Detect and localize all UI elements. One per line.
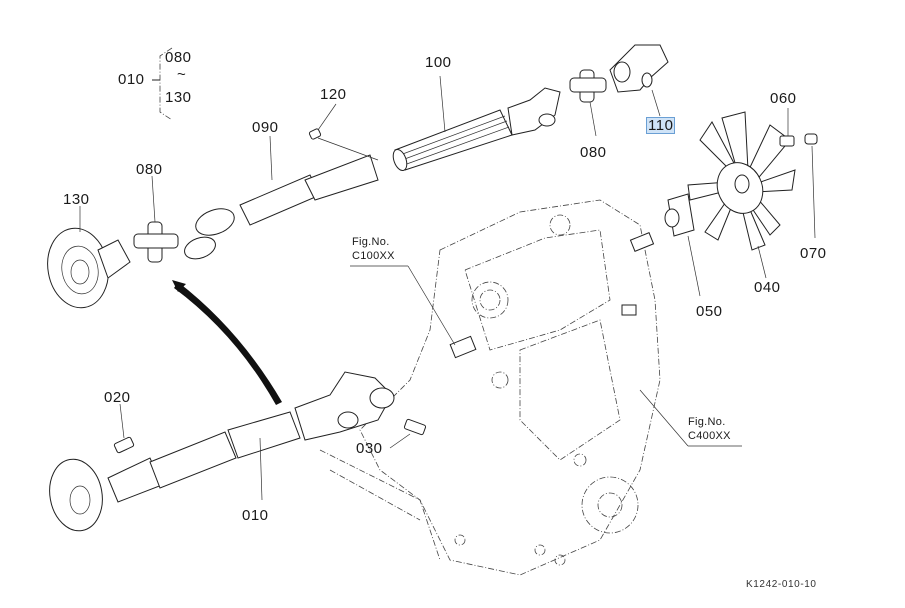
figure-ref-c400xx[interactable]: Fig.No. C400XX [688, 416, 731, 444]
direction-arrow [172, 280, 282, 405]
shaft-010 [49, 371, 395, 532]
cross-joint-080-top [569, 69, 607, 103]
yoke-110 [609, 44, 669, 93]
cross-joint-080-left [133, 221, 179, 263]
part-callout-090[interactable]: 090 [252, 119, 279, 136]
part-callout-060[interactable]: 060 [770, 90, 797, 107]
group-range-from: 080 [165, 49, 192, 66]
part-callout-120[interactable]: 120 [320, 86, 347, 103]
part-callout-080-top[interactable]: 080 [580, 144, 607, 161]
part-callout-050[interactable]: 050 [696, 303, 723, 320]
figure-ref-c100xx-line1: Fig.No. [352, 236, 390, 248]
part-callout-040[interactable]: 040 [754, 279, 781, 296]
figure-ref-c400xx-line2: C400XX [688, 429, 731, 442]
figure-ref-c100xx[interactable]: Fig.No. C100XX [352, 236, 395, 264]
part-callout-010[interactable]: 010 [242, 507, 269, 524]
part-callout-110-highlighted[interactable]: 110 [646, 117, 676, 134]
group-range-to: 130 [165, 89, 192, 106]
part-callout-100[interactable]: 100 [425, 54, 452, 71]
figure-ref-c400xx-line1: Fig.No. [688, 416, 726, 428]
group-bracket [152, 47, 173, 121]
pulley-050 [664, 193, 695, 237]
shaft-090 [184, 154, 379, 260]
figure-code: K1242-010-10 [746, 579, 817, 590]
part-callout-020[interactable]: 020 [104, 389, 131, 406]
transmission-housing [319, 199, 661, 576]
shaft-100 [392, 87, 561, 172]
group-range-sep: ~ [177, 66, 187, 83]
part-callout-030[interactable]: 030 [356, 440, 383, 457]
part-callout-070[interactable]: 070 [800, 245, 827, 262]
fan-040 [687, 111, 796, 251]
flange-130 [47, 227, 131, 309]
figure-ref-c100xx-line2: C100XX [352, 249, 395, 262]
part-callout-130[interactable]: 130 [63, 191, 90, 208]
group-label: 010 [118, 71, 145, 88]
bolts [113, 128, 818, 454]
part-callout-080-left[interactable]: 080 [136, 161, 163, 178]
leader-lines [79, 75, 816, 501]
